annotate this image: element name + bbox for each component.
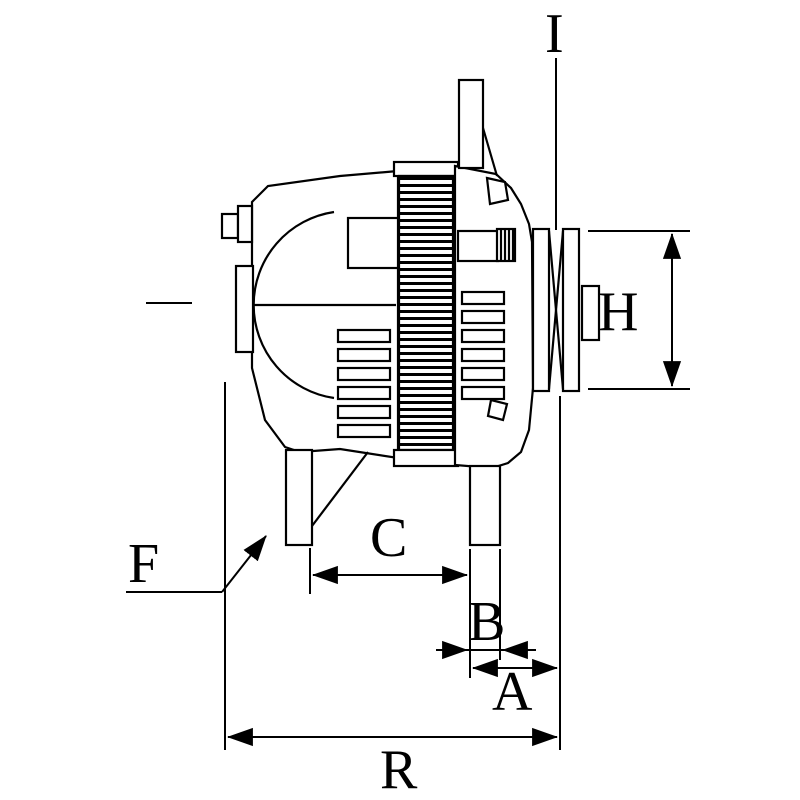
vent-slot — [460, 347, 506, 363]
dim-label-i: I — [545, 3, 564, 65]
rear-terminal-small — [220, 212, 240, 240]
vent-slot — [336, 328, 392, 344]
shaft-bearing — [456, 229, 500, 263]
dim-label-b: B — [468, 591, 505, 653]
terminal-stud — [457, 78, 485, 170]
rear-vent-slots — [336, 328, 392, 439]
brush-holder-box — [346, 216, 400, 270]
shaft-thread — [495, 227, 517, 263]
rear-terminal-boss — [236, 204, 254, 244]
dim-label-c: C — [370, 507, 407, 569]
vent-slot — [336, 404, 392, 420]
vent-slot — [336, 385, 392, 401]
pulley-front-flange — [561, 227, 581, 393]
terminal-brace-line — [481, 127, 499, 177]
stator-ribs — [397, 174, 455, 452]
rear-connector-block — [234, 264, 255, 354]
dim-f-arrow-line — [221, 535, 267, 593]
shaft-nut — [580, 284, 601, 342]
vent-slot — [460, 366, 506, 382]
mounting-foot-left — [284, 448, 314, 547]
bottom-lug — [486, 398, 509, 422]
dim-label-r: R — [380, 739, 418, 800]
pulley-groove-line — [554, 309, 565, 390]
pulley-rear-flange — [531, 227, 551, 393]
stator-collar-bottom — [392, 448, 460, 468]
pulley-groove-line — [547, 309, 558, 390]
dim-label-h: H — [598, 281, 638, 343]
front-vent-slots — [460, 290, 506, 401]
vent-slot — [336, 347, 392, 363]
vent-slot — [460, 290, 506, 306]
pulley-groove-line — [554, 230, 565, 311]
stator-collar-top — [392, 160, 460, 178]
dim-label-a: A — [492, 661, 533, 723]
top-lug — [485, 176, 510, 206]
vent-slot — [336, 366, 392, 382]
dimension-annotations: I H F C B A R — [126, 3, 690, 800]
mounting-foot-right — [468, 464, 502, 547]
vent-slot — [460, 385, 506, 401]
pulley-groove-line — [547, 230, 558, 311]
vent-slot — [460, 309, 506, 325]
pulley — [531, 227, 601, 393]
alternator-outline — [220, 78, 601, 547]
foot-brace-line — [311, 451, 369, 527]
dim-label-f: F — [128, 533, 159, 595]
vent-slot — [460, 328, 506, 344]
vent-slot — [336, 423, 392, 439]
